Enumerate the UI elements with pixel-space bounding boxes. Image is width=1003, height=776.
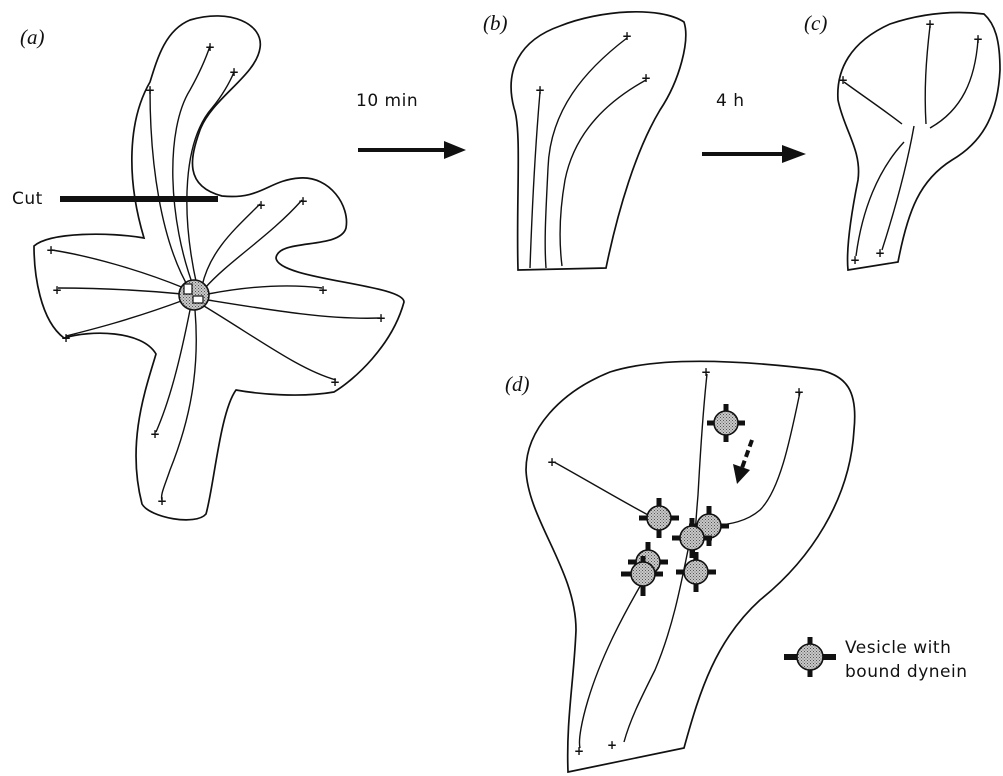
vesicle-with-dynein xyxy=(676,552,716,592)
arrow-4h: 4 h xyxy=(702,91,806,163)
cell-outline-c xyxy=(838,12,1000,270)
panel-c: (c) + + + + + xyxy=(804,11,1000,270)
plus-end-marker: + xyxy=(150,427,160,441)
microtubules-a xyxy=(52,46,380,500)
plus-end-marker: + xyxy=(574,744,584,758)
plus-end-marker: + xyxy=(547,455,557,469)
plus-end-marker: + xyxy=(157,494,167,508)
plus-end-marker: + xyxy=(641,71,651,85)
vesicle-with-dynein xyxy=(707,404,745,442)
microtubules-d xyxy=(554,374,800,748)
plus-end-marker: + xyxy=(622,29,632,43)
cell-outline-a xyxy=(34,16,404,520)
plus-end-marker: + xyxy=(256,198,266,212)
plus-end-marker: + xyxy=(376,311,386,325)
microtubules-c xyxy=(844,26,978,256)
movement-arrow xyxy=(733,440,752,484)
plus-end-marker: + xyxy=(875,246,885,260)
plus-end-marker: + xyxy=(701,365,711,379)
panel-label-c: (c) xyxy=(804,11,827,35)
cut-line xyxy=(60,196,218,202)
legend-label-line1: Vesicle with xyxy=(845,638,951,658)
plus-end-marker: + xyxy=(46,243,56,257)
plus-end-marker: + xyxy=(794,385,804,399)
legend-label-line2: bound dynein xyxy=(845,662,968,682)
plus-end-marker: + xyxy=(61,331,71,345)
cell-outline-b xyxy=(511,12,686,270)
plus-end-marker: + xyxy=(535,83,545,97)
panel-label-b: (b) xyxy=(483,11,508,35)
vesicle-with-dynein xyxy=(639,498,679,538)
plus-end-marker: + xyxy=(52,283,62,297)
time-label-4h: 4 h xyxy=(716,91,745,111)
plus-ends-a: + + + + + + + + + + + + + xyxy=(46,40,386,508)
plus-end-marker: + xyxy=(330,375,340,389)
panel-label-a: (a) xyxy=(20,25,45,49)
panel-b: (b) + + + xyxy=(483,11,686,270)
arrow-10min: 10 min xyxy=(356,91,466,159)
microtubules-b xyxy=(530,38,646,268)
centrosome xyxy=(179,280,209,310)
plus-end-marker: + xyxy=(145,83,155,97)
plus-end-marker: + xyxy=(838,73,848,87)
panel-label-d: (d) xyxy=(505,372,530,396)
plus-end-marker: + xyxy=(318,283,328,297)
plus-end-marker: + xyxy=(229,65,239,79)
legend-vesicle-icon xyxy=(784,637,836,677)
time-label-10min: 10 min xyxy=(356,91,418,111)
plus-end-marker: + xyxy=(925,17,935,31)
plus-end-marker: + xyxy=(607,738,617,752)
panel-a: (a) + + + xyxy=(12,16,404,520)
panel-d: (d) + + + + + xyxy=(505,361,855,772)
plus-end-marker: + xyxy=(850,253,860,267)
plus-end-marker: + xyxy=(973,32,983,46)
legend: Vesicle with bound dynein xyxy=(784,637,968,682)
plus-end-marker: + xyxy=(205,40,215,54)
plus-end-marker: + xyxy=(298,194,308,208)
cut-label: Cut xyxy=(12,189,43,209)
